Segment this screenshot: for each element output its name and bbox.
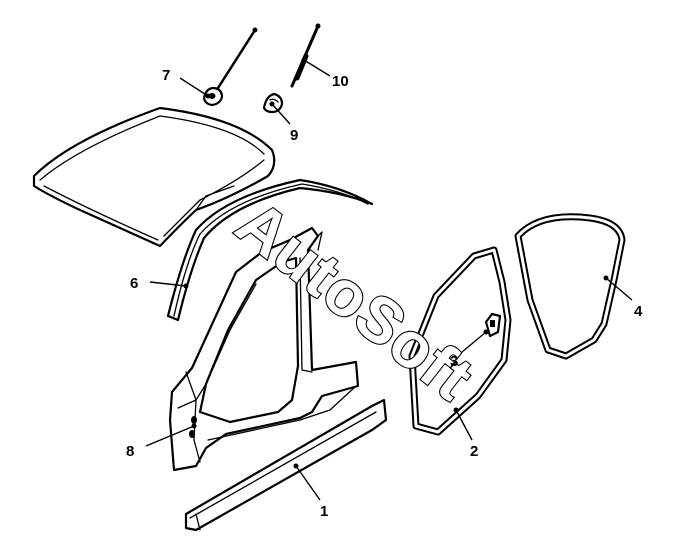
callout-label-3: 3: [450, 353, 458, 370]
callout-label-8: 8: [126, 443, 134, 460]
part-6-roof-weatherstrip: [166, 178, 374, 322]
callout-label-6: 6: [130, 275, 138, 292]
callout-label-4: 4: [634, 303, 643, 320]
callout-7: 7: [162, 67, 211, 99]
roof-panel: [32, 106, 276, 248]
part-3-clip: [484, 312, 502, 338]
callout-6: 6: [130, 275, 189, 292]
callout-3: 3: [450, 329, 489, 370]
callout-8: 8: [126, 423, 197, 460]
part-7-antenna: [202, 27, 258, 107]
callout-10: 10: [301, 57, 349, 90]
part-8-body-side-panel: [168, 226, 360, 472]
callout-2: 2: [453, 407, 478, 460]
part-2-door-weatherstrip: [408, 246, 512, 436]
callout-4: 4: [603, 275, 643, 320]
part-4-rear-door-weatherstrip: [514, 213, 626, 360]
callout-label-2: 2: [470, 443, 478, 460]
callout-label-7: 7: [162, 67, 170, 84]
callout-label-1: 1: [320, 503, 328, 520]
part-1-rocker-molding: [184, 398, 388, 532]
callout-label-10: 10: [332, 73, 349, 90]
callout-9: 9: [269, 101, 298, 144]
callout-1: 1: [293, 463, 328, 520]
callout-label-9: 9: [290, 127, 298, 144]
part-10-antenna-rod: [290, 23, 321, 88]
